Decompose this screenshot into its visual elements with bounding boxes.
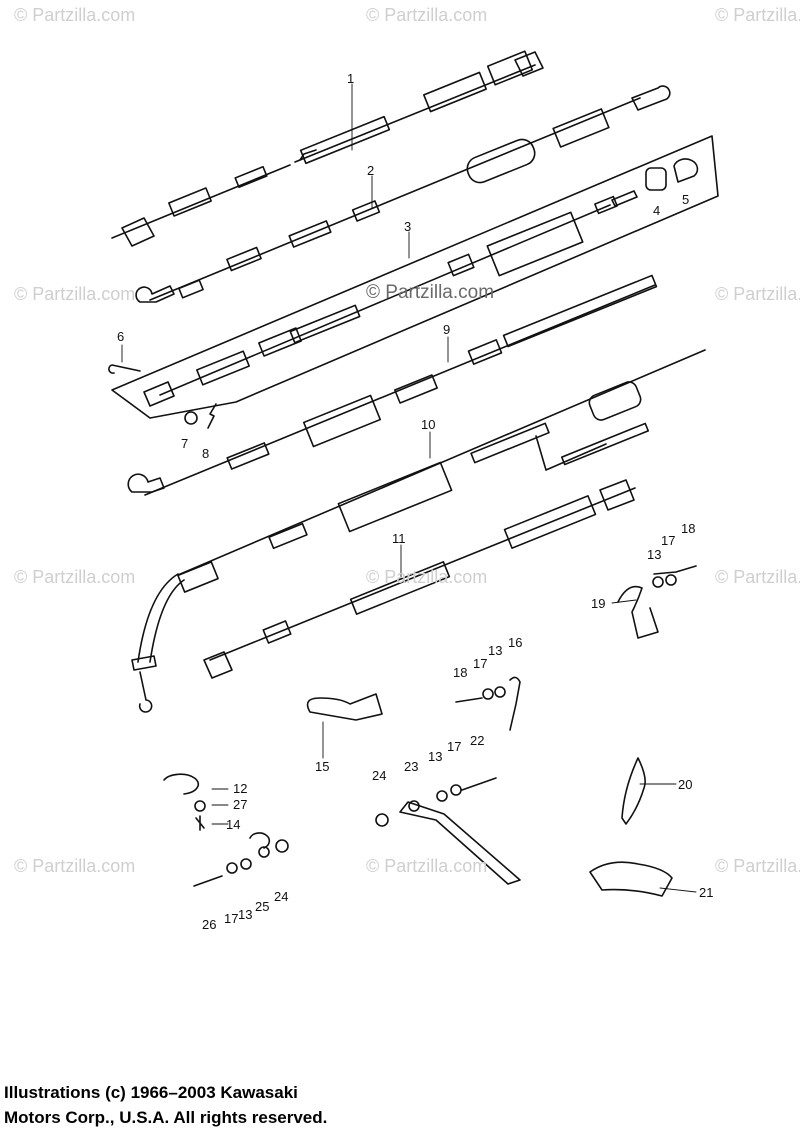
watermark-row2-right: © Partzilla.com	[715, 284, 800, 304]
group-outline	[111, 135, 719, 419]
callout-11: 11	[392, 531, 406, 546]
watermark-row3-right: © Partzilla.com	[715, 567, 800, 587]
callout-17-c: 17	[447, 739, 462, 754]
callout-25: 25	[255, 899, 270, 914]
callout-9: 9	[443, 322, 451, 337]
cable-9	[127, 274, 658, 496]
callout-27: 27	[233, 797, 248, 812]
watermark-top-left: © Partzilla.com	[14, 5, 136, 25]
callout-26: 26	[202, 917, 217, 932]
callout-17-b: 17	[473, 656, 488, 671]
copyright-line-2: Motors Corp., U.S.A. All rights reserved…	[4, 1108, 328, 1127]
callout-7: 7	[181, 436, 189, 451]
callout-13-b: 13	[488, 643, 503, 658]
watermark-row3-left: © Partzilla.com	[14, 567, 136, 587]
callout-13-d: 13	[238, 907, 253, 922]
watermark-top-right: © Partzilla.com	[715, 5, 800, 25]
callout-24-a: 24	[372, 768, 387, 783]
part-7	[184, 411, 198, 425]
callout-23: 23	[404, 759, 419, 774]
callout-18-a: 18	[681, 521, 696, 536]
callout-12: 12	[233, 781, 248, 796]
part-4	[645, 167, 667, 191]
callout-5: 5	[682, 192, 690, 207]
watermark-row4-right: © Partzilla.com	[715, 856, 800, 876]
callout-21: 21	[699, 885, 714, 900]
callout-19: 19	[591, 596, 606, 611]
callout-3: 3	[404, 219, 412, 234]
cable-10	[131, 349, 706, 713]
callout-16: 16	[508, 635, 523, 650]
callout-1: 1	[347, 71, 355, 86]
callout-4: 4	[653, 203, 661, 218]
part-6	[108, 364, 141, 374]
part-8	[207, 403, 217, 429]
copyright-line-1: Illustrations (c) 1966–2003 Kawasaki	[4, 1083, 298, 1102]
callout-18-b: 18	[453, 665, 468, 680]
callout-17-d: 17	[224, 911, 239, 926]
watermark-row4-left: © Partzilla.com	[14, 856, 136, 876]
part-5	[673, 158, 699, 183]
callout-15: 15	[315, 759, 330, 774]
copyright-notice: Illustrations (c) 1966–2003 Kawasaki Mot…	[4, 1080, 327, 1130]
callout-6: 6	[117, 329, 125, 344]
watermark-row4-center: © Partzilla.com	[366, 856, 488, 876]
callout-14: 14	[226, 817, 241, 832]
callout-20: 20	[678, 777, 693, 792]
cable-1	[111, 50, 544, 247]
leader-lines	[121, 83, 697, 893]
cable-2	[135, 85, 671, 303]
callout-17-a: 17	[661, 533, 676, 548]
callout-13-c: 13	[428, 749, 443, 764]
callout-13-a: 13	[647, 547, 662, 562]
callout-10: 10	[421, 417, 436, 432]
callout-22: 22	[470, 733, 485, 748]
callout-8: 8	[202, 446, 210, 461]
small-parts	[163, 565, 697, 897]
cable-11	[203, 479, 636, 679]
watermark-top-center: © Partzilla.com	[366, 5, 488, 25]
callout-2: 2	[367, 163, 375, 178]
watermark-row2-left: © Partzilla.com	[14, 284, 136, 304]
watermark-row3-center: © Partzilla.com	[366, 567, 488, 587]
cable-3	[143, 190, 638, 407]
callout-24-b: 24	[274, 889, 289, 904]
watermark-center: © Partzilla.com	[366, 282, 495, 303]
